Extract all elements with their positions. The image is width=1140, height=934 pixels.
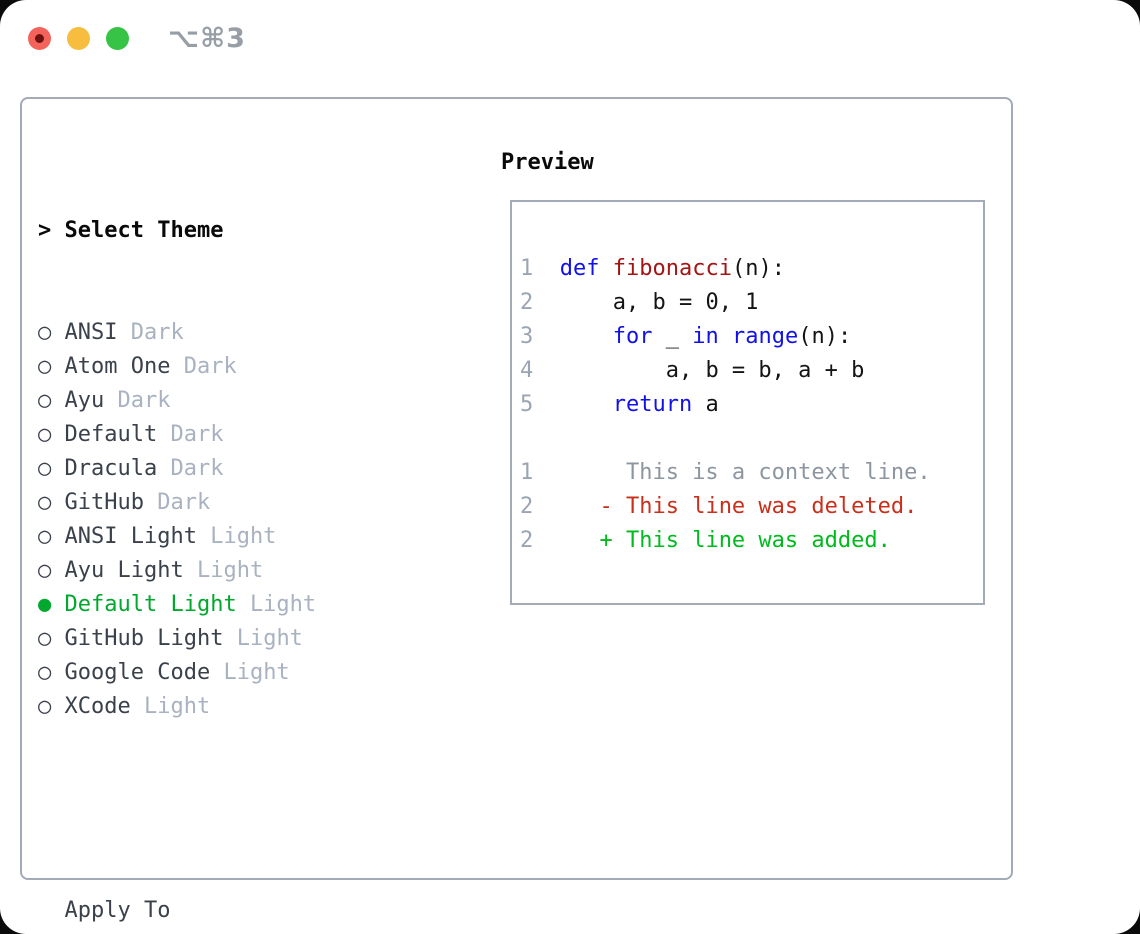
preview-content: 1 def fibonacci(n): 2 a, b = 0, 1 3 for _ … — [512, 202, 983, 603]
option-label: Atom One — [64, 354, 171, 379]
preview-title: Preview — [501, 150, 594, 175]
apply-to-indent — [38, 898, 65, 923]
theme-option-ayu-dark[interactable]: ○ Ayu Dark — [38, 384, 409, 418]
window-controls — [28, 27, 129, 50]
preview-line-code: 2 a, b = 0, 1 — [520, 290, 759, 315]
theme-option-ansi-light-light[interactable]: ○ ANSI Light Light — [38, 520, 409, 554]
option-label: Default — [64, 422, 158, 447]
theme-selector-column: > Select Theme ○ ANSI Dark○ Atom One Dar… — [38, 146, 409, 934]
option-label: GitHub — [64, 490, 144, 515]
select-theme-title: Select Theme — [64, 218, 224, 243]
preview-line-blank — [520, 422, 983, 456]
theme-variant-tag: Light — [223, 660, 290, 685]
option-label: Ayu Light — [64, 558, 184, 583]
select-theme-header: > Select Theme — [38, 214, 409, 248]
radio-unselected-icon: ○ — [38, 354, 52, 379]
theme-option-atom-one-dark[interactable]: ○ Atom One Dark — [38, 350, 409, 384]
theme-option-github-light-light[interactable]: ○ GitHub Light Light — [38, 622, 409, 656]
option-label: XCode — [64, 694, 131, 719]
theme-option-github-dark[interactable]: ○ GitHub Dark — [38, 486, 409, 520]
radio-unselected-icon: ○ — [38, 456, 52, 481]
theme-variant-tag: Dark — [130, 320, 184, 345]
theme-variant-tag: Dark — [117, 388, 171, 413]
theme-variant-tag: Light — [196, 558, 264, 583]
theme-option-xcode-light[interactable]: ○ XCode Light — [38, 690, 409, 724]
apply-to-title: Apply To — [64, 898, 171, 923]
theme-variant-tag: Dark — [170, 422, 224, 447]
option-label: GitHub Light — [64, 626, 224, 651]
theme-option-google-code-light[interactable]: ○ Google Code Light — [38, 656, 409, 690]
theme-list: ○ ANSI Dark○ Atom One Dark○ Ayu Dark○ De… — [38, 316, 409, 724]
preview-pane: 1 def fibonacci(n): 2 a, b = 0, 1 3 for _ … — [510, 200, 985, 605]
option-label: Google Code — [64, 660, 211, 685]
theme-variant-tag: Light — [210, 524, 277, 549]
preview-line-code: 3 for _ in range(n): — [520, 324, 852, 349]
close-window-icon[interactable] — [28, 27, 51, 50]
theme-option-ayu-light-light[interactable]: ○ Ayu Light Light — [38, 554, 409, 588]
radio-unselected-icon: ○ — [38, 422, 52, 447]
radio-unselected-icon: ○ — [38, 524, 52, 549]
option-label: Default Light — [64, 592, 237, 617]
apply-to-header: Apply To — [38, 894, 409, 928]
theme-variant-tag: Dark — [170, 456, 224, 481]
radio-unselected-icon: ○ — [38, 388, 52, 413]
preview-line-diff-added: 2 + This line was added. — [520, 528, 891, 553]
option-label: Ayu — [64, 388, 105, 413]
theme-option-dracula-dark[interactable]: ○ Dracula Dark — [38, 452, 409, 486]
theme-variant-tag: Light — [143, 694, 211, 719]
radio-unselected-icon: ○ — [38, 694, 52, 719]
zoom-window-icon[interactable] — [106, 27, 129, 50]
radio-selected-icon: ● — [38, 592, 52, 617]
theme-variant-tag: Light — [249, 592, 317, 617]
option-label: Dracula — [64, 456, 158, 481]
theme-variant-tag: Dark — [183, 354, 237, 379]
spacer-row — [38, 792, 409, 826]
preview-line-code: 5 return a — [520, 392, 719, 417]
preview-line-code: 1 def fibonacci(n): — [520, 256, 785, 281]
minimize-window-icon[interactable] — [67, 27, 90, 50]
preview-line-diff-deleted: 2 - This line was deleted. — [520, 494, 918, 519]
option-label: ANSI Light — [64, 524, 197, 549]
theme-option-ansi-dark[interactable]: ○ ANSI Dark — [38, 316, 409, 350]
theme-variant-tag: Light — [236, 626, 303, 651]
radio-unselected-icon: ○ — [38, 626, 52, 651]
focus-caret: > — [38, 218, 65, 243]
keyboard-shortcut-label: ⌥⌘3 — [168, 23, 246, 54]
preview-line-code: 4 a, b = b, a + b — [520, 358, 865, 383]
theme-option-default-light-light[interactable]: ● Default Light Light — [38, 588, 409, 622]
theme-option-default-dark[interactable]: ○ Default Dark — [38, 418, 409, 452]
option-label: ANSI — [64, 320, 118, 345]
radio-unselected-icon: ○ — [38, 660, 52, 685]
radio-unselected-icon: ○ — [38, 558, 52, 583]
preview-line-diff-context: 1 This is a context line. — [520, 460, 931, 485]
radio-unselected-icon: ○ — [38, 320, 52, 345]
radio-unselected-icon: ○ — [38, 490, 52, 515]
theme-variant-tag: Dark — [157, 490, 211, 515]
